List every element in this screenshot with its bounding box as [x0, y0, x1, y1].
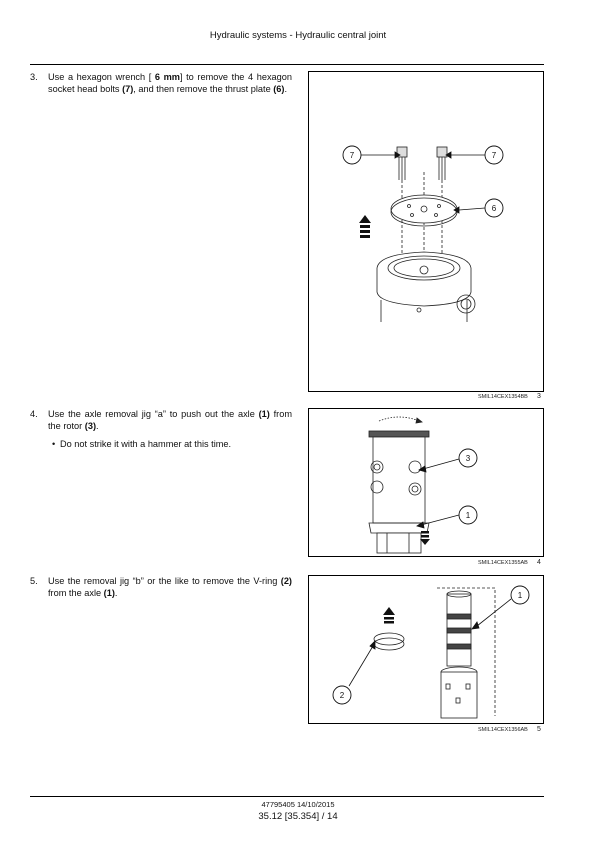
step-text: Use the removal jig “b” or the like to r… — [48, 576, 292, 598]
figure-4: 3 1 — [308, 408, 544, 557]
page-header-title: Hydraulic systems - Hydraulic central jo… — [209, 30, 387, 41]
step-bold-text: (6) — [273, 84, 285, 94]
figure-4-caption: SMIL14CEX1355AB — [478, 560, 528, 566]
callout-1: 1 — [518, 591, 523, 600]
step-bold-text: (3) — [84, 421, 97, 431]
step-3: 3. Use a hexagon wrench [ 6 mm] to remov… — [30, 71, 292, 95]
callout-2: 2 — [340, 691, 345, 700]
step-text: Use a hexagon wrench [ 6 mm] to remove t… — [48, 72, 292, 94]
step-bold-text: (7) — [122, 84, 134, 94]
v-ring-removal-illustration: 1 2 — [332, 585, 530, 719]
step-5: 5. Use the removal jig “b” or the like t… — [30, 575, 292, 599]
figure-3-caption: SMIL14CEX1354BB — [478, 394, 528, 400]
callout-7-left: 7 — [350, 151, 355, 160]
axle-removal-illustration: 3 1 — [368, 416, 478, 554]
step-4: 4. Use the axle removal jig “a” to push … — [30, 408, 292, 450]
figure-3: 7 7 6 — [308, 71, 544, 392]
thrust-plate-illustration: 7 7 6 — [342, 145, 504, 322]
step-bold-text: (2) — [280, 576, 292, 586]
figure-5-number: 5 — [537, 726, 541, 733]
step-number: 5. — [30, 576, 38, 586]
step-number: 4. — [30, 409, 38, 419]
step-bold-text: (1) — [258, 409, 270, 419]
figure-5-caption: SMIL14CEX1356AB — [478, 727, 528, 733]
callout-7-right: 7 — [492, 151, 497, 160]
step-note: Do not strike it with a hammer at this t… — [52, 438, 292, 450]
footer-rule — [30, 796, 544, 797]
step-bold-text: (1) — [103, 588, 115, 598]
footer-document-code: 47795405 14/10/2015 — [261, 800, 335, 809]
callout-6: 6 — [492, 204, 497, 213]
step-text: Use the axle removal jig “a” to push out… — [48, 409, 292, 431]
callout-3: 3 — [466, 454, 471, 463]
figure-3-number: 3 — [537, 393, 541, 400]
figure-4-number: 4 — [537, 559, 541, 566]
step-bold-text: 6 mm — [154, 72, 180, 82]
step-number: 3. — [30, 72, 38, 82]
header-rule — [30, 64, 544, 65]
footer-page-number: 35.12 [35.354] / 14 — [258, 811, 338, 822]
figure-5: 1 2 — [308, 575, 544, 724]
callout-1: 1 — [466, 511, 471, 520]
